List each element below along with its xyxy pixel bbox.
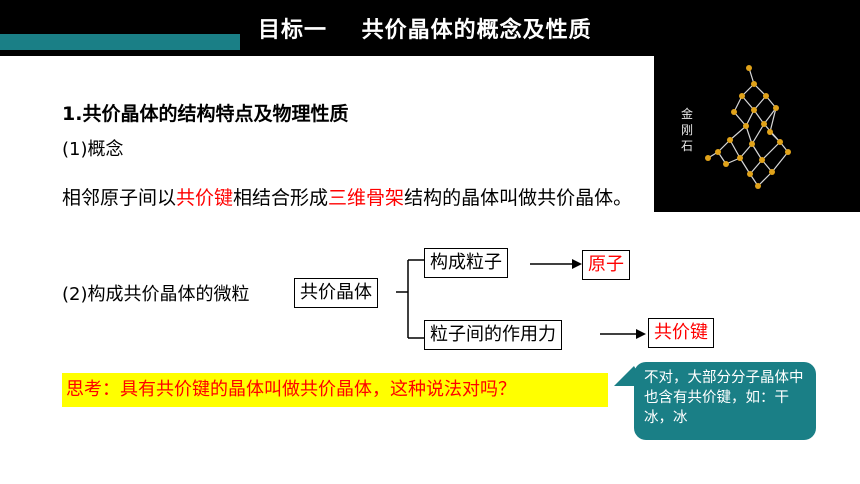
micro-particles-label: (2)构成共价晶体的微粒 (62, 284, 250, 305)
box-answer-atoms: 原子 (582, 250, 630, 280)
answer-callout: 不对，大部分分子晶体中也含有共价键，如：干冰，冰 (644, 370, 804, 426)
diamond-crystal-image: 金刚石 (654, 56, 860, 212)
paragraph-text-1: 相邻原子间以 (62, 187, 177, 209)
highlight-covalent-bond: 共价键 (176, 187, 234, 209)
concept-label: (1)概念 (62, 139, 124, 160)
paragraph-text-3: 结构的晶体叫做共价晶体。 (404, 187, 633, 209)
diamond-lattice-icon (705, 65, 791, 189)
think-question: 思考：具有共价键的晶体叫做共价晶体，这种说法对吗？ (62, 373, 608, 407)
concept-paragraph: 相邻原子间以共价键相结合形成三维骨架结构的晶体叫做共价晶体。 (62, 180, 642, 216)
box-constituent-particles: 构成粒子 (424, 248, 508, 278)
highlight-3d-framework: 三维骨架 (328, 187, 405, 209)
box-covalent-crystal: 共价晶体 (294, 278, 378, 308)
section-heading: 1.共价晶体的结构特点及物理性质 (62, 103, 349, 125)
header-accent-stripe (0, 34, 240, 50)
paragraph-text-2: 相结合形成 (233, 187, 329, 209)
box-interparticle-force: 粒子间的作用力 (424, 320, 562, 350)
box-answer-covalent-bond: 共价键 (648, 318, 714, 348)
crystal-label: 金刚石 (680, 107, 693, 153)
page-title: 目标一 共价晶体的概念及性质 (258, 18, 592, 43)
